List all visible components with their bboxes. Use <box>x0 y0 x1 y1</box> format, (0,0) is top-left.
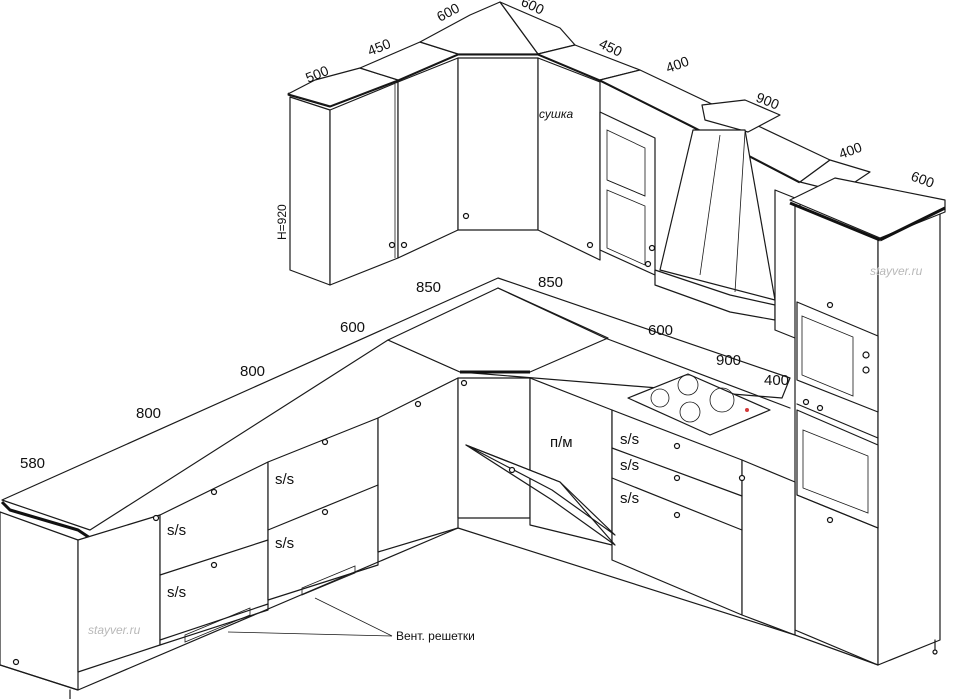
dishwasher-label: п/м <box>550 434 573 451</box>
dim-upper-600c: 600 <box>909 168 937 191</box>
height-label: H=920 <box>275 204 289 240</box>
watermark: stayver.ru <box>870 264 923 278</box>
upper-cabinets <box>287 1 871 341</box>
drawer-label: s/s <box>167 522 186 539</box>
tall-oven-column <box>789 177 946 666</box>
drawer-label: s/s <box>620 431 639 448</box>
lower-cabinets <box>0 277 879 699</box>
watermarks: stayver.ru stayver.ru <box>88 264 923 637</box>
dim-upper-400b: 400 <box>837 139 865 162</box>
drawer-label: s/s <box>275 471 294 488</box>
lower-dimension-labels: 580 800 800 600 850 850 600 900 400 <box>20 274 789 472</box>
dim-lower-900: 900 <box>716 352 741 369</box>
dryer-label: сушка <box>539 107 573 121</box>
drawer-label: s/s <box>620 490 639 507</box>
dim-lower-850b: 850 <box>538 274 563 291</box>
drawer-label: s/s <box>620 457 639 474</box>
dim-lower-850a: 850 <box>416 279 441 296</box>
vent-grille-label: Вент. решетки <box>396 629 475 643</box>
drawer-labels: s/s s/s s/s s/s s/s s/s s/s п/м Вент. ре… <box>167 431 639 643</box>
dim-lower-600b: 600 <box>648 322 673 339</box>
dim-upper-400a: 400 <box>664 53 692 76</box>
dim-lower-800b: 800 <box>240 363 265 380</box>
dim-lower-400: 400 <box>764 372 789 389</box>
dim-lower-580: 580 <box>20 455 45 472</box>
watermark: stayver.ru <box>88 623 141 637</box>
dim-lower-600a: 600 <box>340 319 365 336</box>
drawer-label: s/s <box>167 584 186 601</box>
drawer-label: s/s <box>275 535 294 552</box>
dim-lower-800a: 800 <box>136 405 161 422</box>
